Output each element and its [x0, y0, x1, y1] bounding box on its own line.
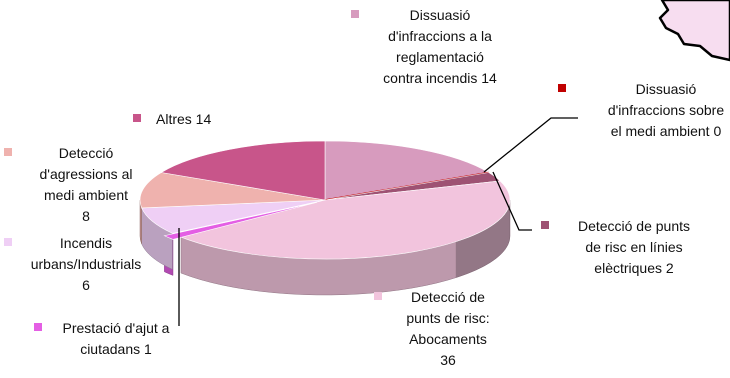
label-marker-3	[374, 292, 382, 300]
data-label-2: Detecció de punts de risc en línies elèctr…	[578, 218, 690, 276]
data-label-3-line-3: 36	[440, 352, 456, 368]
pie-slice-0	[324, 140, 490, 201]
pie-slice-4	[163, 202, 318, 240]
data-label-3-line-2: Abocaments	[409, 331, 487, 347]
data-label-6-line-2: medi ambient	[44, 187, 128, 203]
data-label-4-line-1: ciutadans 1	[80, 341, 152, 357]
data-label-6-line-3: 8	[82, 208, 90, 224]
label-marker-6	[4, 148, 12, 156]
data-label-1-line-2: el medi ambient 0	[611, 123, 722, 139]
data-label-5-line-1: urbans/Industrials	[31, 256, 142, 272]
pie-slice-6	[139, 172, 326, 209]
data-label-3-line-1: punts de risc:	[406, 310, 489, 326]
data-label-7-line-0: Altres 14	[156, 111, 211, 127]
data-label-1-line-1: d'infraccions sobre	[608, 102, 725, 118]
pie-slice-3	[180, 180, 511, 260]
data-label-6-line-1: d'agressions al	[40, 166, 133, 182]
pie-slice-7	[160, 140, 326, 201]
data-label-5-line-0: Incendis	[60, 235, 112, 251]
data-label-3: Detecció de punts de risc: Abocaments 36	[406, 289, 489, 368]
data-label-7: Altres 14	[156, 111, 211, 127]
label-marker-2	[541, 221, 549, 229]
data-label-1: Dissuasió d'infraccions sobre el medi ambi…	[608, 81, 725, 139]
data-label-5: Incendis urbans/Industrials 6	[31, 235, 142, 293]
data-label-2-line-0: Detecció de punts	[578, 218, 690, 234]
data-label-5-line-2: 6	[82, 277, 90, 293]
data-label-0: Dissuasió d'infraccions a la reglamentació…	[383, 7, 497, 86]
label-marker-5	[4, 238, 12, 246]
map-outline-icon	[658, 0, 730, 62]
data-label-6-line-0: Detecció	[59, 145, 114, 161]
data-label-0-line-3: contra incendis 14	[383, 70, 497, 86]
data-label-0-line-2: reglamentació	[396, 49, 484, 65]
pie-side-shading	[455, 200, 510, 278]
leader-line-1	[483, 117, 578, 173]
data-label-1-line-0: Dissuasió	[636, 81, 697, 97]
data-label-4: Prestació d'ajut a ciutadans 1	[63, 320, 170, 357]
data-label-3-line-0: Detecció de	[411, 289, 485, 305]
label-marker-1	[558, 84, 566, 92]
data-label-0-line-0: Dissuasió	[410, 7, 471, 23]
label-marker-7	[133, 114, 141, 122]
label-marker-0	[351, 10, 359, 18]
data-label-6: Detecció d'agressions al medi ambient 8	[40, 145, 133, 224]
data-label-2-line-1: de risc en línies	[585, 239, 682, 255]
data-label-2-line-2: elèctriques 2	[594, 260, 674, 276]
data-label-4-line-0: Prestació d'ajut a	[63, 320, 170, 336]
data-label-0-line-1: d'infraccions a la	[388, 28, 492, 44]
label-marker-4	[34, 323, 42, 331]
leader-line-2	[492, 171, 532, 231]
